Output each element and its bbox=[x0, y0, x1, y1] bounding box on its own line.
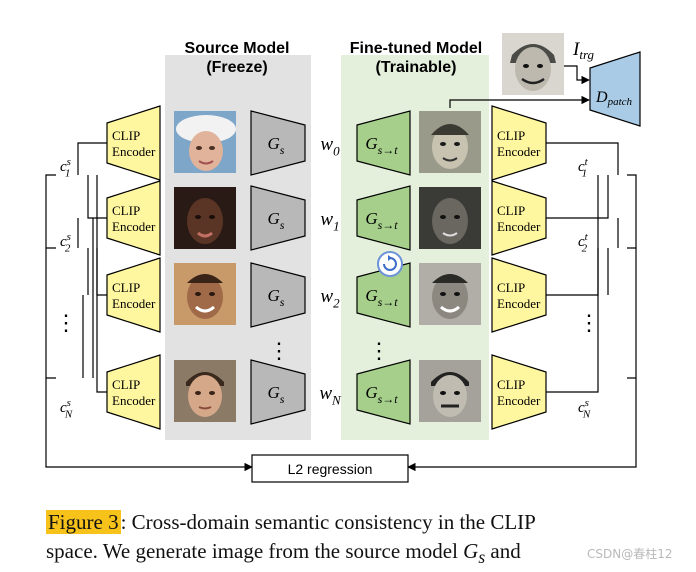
clip-encoder-source bbox=[106, 257, 161, 333]
connector bbox=[77, 218, 107, 393]
clip-label: CLIP bbox=[112, 128, 140, 143]
clip-encoder-target bbox=[491, 257, 547, 333]
embedding-vdots: ⋮ bbox=[55, 310, 77, 335]
clip-label: Encoder bbox=[497, 296, 541, 311]
generator-target bbox=[356, 110, 411, 176]
target-face-3 bbox=[419, 263, 481, 325]
disc-arrow-real bbox=[564, 65, 590, 85]
source-face-4 bbox=[174, 360, 236, 422]
clip-label: Encoder bbox=[112, 219, 156, 234]
clip-label: CLIP bbox=[497, 280, 525, 295]
clip-label: CLIP bbox=[497, 203, 525, 218]
source-panel-subtitle: (Freeze) bbox=[206, 59, 267, 76]
generator-source-label: Gs bbox=[268, 286, 285, 309]
target-face-2 bbox=[419, 187, 481, 249]
generator-target bbox=[356, 359, 411, 425]
target-image-label: Itrg bbox=[572, 39, 595, 62]
generator-target-label: Gs→t bbox=[365, 383, 398, 406]
clip-label: Encoder bbox=[112, 393, 156, 408]
loss-box bbox=[251, 454, 409, 483]
generator-source bbox=[250, 110, 306, 176]
latent-w: wN bbox=[319, 383, 342, 408]
watermark: CSDN@春柱12 bbox=[587, 547, 673, 561]
clip-encoder-source bbox=[106, 105, 161, 181]
refresh-icon bbox=[377, 251, 403, 277]
discriminator bbox=[589, 51, 641, 127]
connector bbox=[82, 218, 94, 378]
diagram: Source Model (Freeze) Fine-tuned Model (… bbox=[45, 33, 641, 483]
generator-target-label: Gs→t bbox=[365, 134, 398, 157]
figure-tag: Figure 3 bbox=[46, 510, 121, 534]
generator-source-label: Gs bbox=[268, 209, 285, 232]
clip-label: CLIP bbox=[497, 377, 525, 392]
generator-source bbox=[250, 185, 306, 251]
source-face-2 bbox=[174, 187, 236, 249]
generator-target bbox=[356, 185, 411, 251]
source-face-3 bbox=[174, 263, 236, 325]
loss-arrow-left bbox=[45, 174, 253, 472]
clip-encoder-source bbox=[106, 180, 161, 256]
embedding-vdots: ⋮ bbox=[578, 310, 600, 335]
clip-label: Encoder bbox=[497, 393, 541, 408]
clip-label: CLIP bbox=[112, 280, 140, 295]
generator-target-label: Gs→t bbox=[365, 209, 398, 232]
caption-text-3: and bbox=[485, 539, 521, 563]
clip-label: CLIP bbox=[112, 203, 140, 218]
target-face-1 bbox=[419, 111, 481, 173]
caption-subscript: s bbox=[478, 547, 486, 568]
connector bbox=[627, 247, 636, 379]
loss-label: L2 regression bbox=[288, 461, 373, 477]
caption-symbol: G bbox=[463, 539, 479, 563]
gen-vdots: ⋮ bbox=[268, 338, 290, 363]
connector bbox=[46, 247, 56, 379]
caption-text-2: space. We generate image from the source… bbox=[46, 539, 464, 563]
generator-target-label: Gs→t bbox=[365, 286, 398, 309]
latent-w: w2 bbox=[320, 286, 340, 311]
latent-w: w0 bbox=[320, 134, 340, 159]
source-face-1 bbox=[174, 111, 236, 173]
target-image bbox=[502, 33, 564, 95]
clip-encoder-target bbox=[491, 105, 547, 181]
connector bbox=[546, 218, 619, 393]
gen-t-vdots: ⋮ bbox=[368, 338, 390, 363]
latent-w: w1 bbox=[320, 209, 339, 234]
disc-arrow-fake bbox=[449, 95, 590, 108]
clip-label: Encoder bbox=[112, 144, 156, 159]
generator-source-label: Gs bbox=[268, 383, 285, 406]
figure-caption: Figure 3: Cross-domain semantic consiste… bbox=[46, 508, 656, 572]
clip-encoder-target bbox=[491, 354, 547, 430]
caption-text-1: : Cross-domain semantic consistency in t… bbox=[120, 510, 536, 534]
clip-label: CLIP bbox=[497, 128, 525, 143]
clip-label: Encoder bbox=[497, 144, 541, 159]
clip-encoder-source bbox=[106, 354, 161, 430]
clip-label: CLIP bbox=[112, 377, 140, 392]
loss-arrow-right bbox=[407, 174, 637, 472]
source-panel-title: Source Model bbox=[185, 40, 290, 57]
generator-source bbox=[250, 359, 306, 425]
target-face-4 bbox=[419, 360, 481, 422]
finetuned-panel-title: Fine-tuned Model bbox=[350, 40, 482, 57]
clip-label: Encoder bbox=[112, 296, 156, 311]
clip-encoder-target bbox=[491, 180, 547, 256]
generator-source-label: Gs bbox=[268, 134, 285, 157]
generator-source bbox=[250, 262, 306, 328]
finetuned-panel-subtitle: (Trainable) bbox=[376, 59, 457, 76]
clip-label: Encoder bbox=[497, 219, 541, 234]
